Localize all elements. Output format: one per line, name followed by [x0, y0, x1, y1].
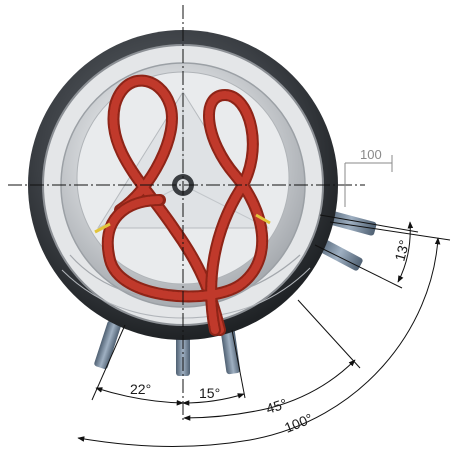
dim45-ext — [297, 299, 361, 369]
dim-100-label: 100 — [360, 147, 382, 162]
dimension-45 — [183, 299, 361, 421]
dim100arc-arc — [77, 237, 441, 447]
dimension-100-arc — [77, 221, 451, 447]
dimension-100-top — [344, 155, 393, 207]
dim13-ext-b — [314, 244, 403, 289]
dim15-arc — [182, 393, 245, 406]
dim-100-arc-label: 100° — [282, 410, 315, 436]
clamp-right — [255, 213, 271, 225]
dim-22-label: 22° — [130, 381, 151, 397]
clamp-left — [94, 222, 111, 234]
pipe-right-upper — [323, 209, 377, 236]
dim22-arc — [95, 387, 184, 406]
dim-13-label: 13° — [391, 238, 412, 263]
pipe-bottom-left — [94, 320, 121, 370]
centerlines — [8, 5, 365, 420]
clamps — [94, 213, 271, 234]
dim100arc-ext — [329, 221, 451, 241]
dim15-ext — [231, 329, 246, 399]
dim-45-label: 45° — [264, 395, 289, 417]
dim45-arc — [183, 359, 356, 421]
dimension-22-15 — [91, 324, 246, 406]
dim-15-label: 15° — [199, 385, 220, 401]
